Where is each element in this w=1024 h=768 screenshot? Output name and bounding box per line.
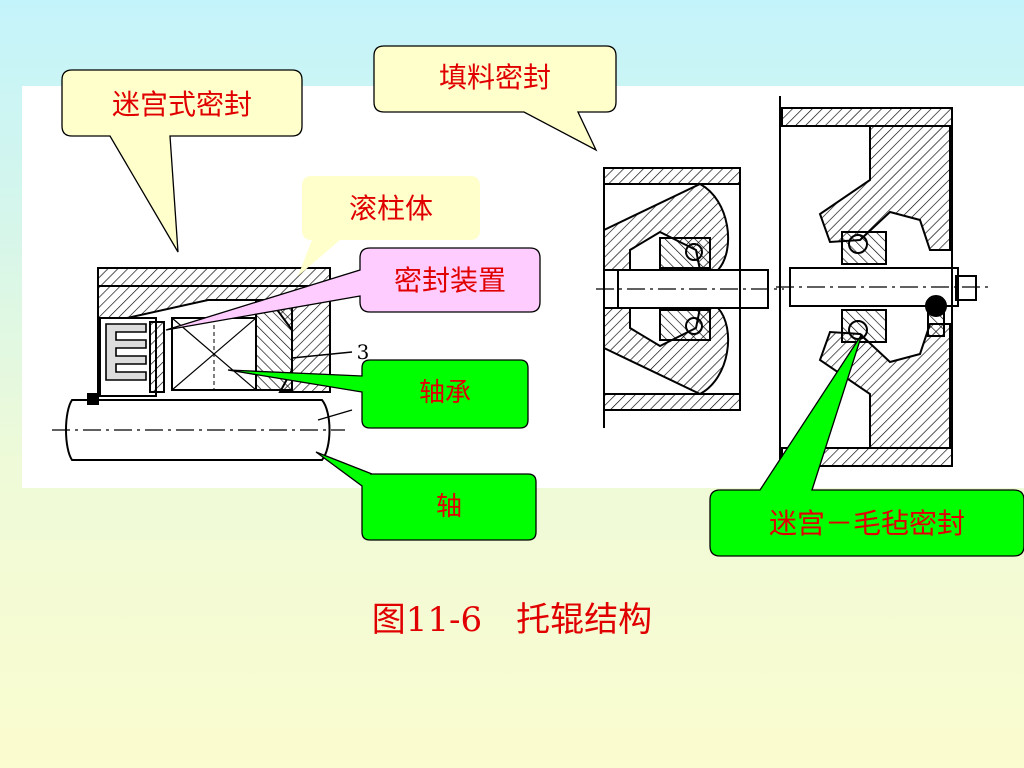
figure-caption: 图11-6 托辊结构 <box>371 600 653 640</box>
sealing-device-callout-shape <box>165 247 541 331</box>
shaft-label: 轴 <box>435 491 462 522</box>
labyrinth-felt-seal-label: 迷宫－毛毡密封 <box>768 507 965 540</box>
labyrinth-felt-seal-callout-shape <box>709 333 1024 557</box>
part-number-label: 3 <box>356 340 370 364</box>
right-roller-drawing <box>776 96 992 478</box>
labyrinth-seal-callout-shape <box>61 69 303 253</box>
left-roller-drawing <box>52 267 353 461</box>
roller-body-callout-shape <box>298 176 480 276</box>
shaft-callout-shape <box>315 451 537 541</box>
packing-seal-callout-shape <box>373 45 617 152</box>
sealing-device-label: 密封装置 <box>393 264 506 297</box>
middle-roller-drawing <box>596 167 784 428</box>
roller-body-label: 滚柱体 <box>348 192 433 225</box>
bearing-callout-shape <box>227 359 529 429</box>
labyrinth-seal-label: 迷宫式密封 <box>111 88 252 121</box>
packing-seal-label: 填料密封 <box>438 61 551 94</box>
bearing-label: 轴承 <box>418 377 471 408</box>
